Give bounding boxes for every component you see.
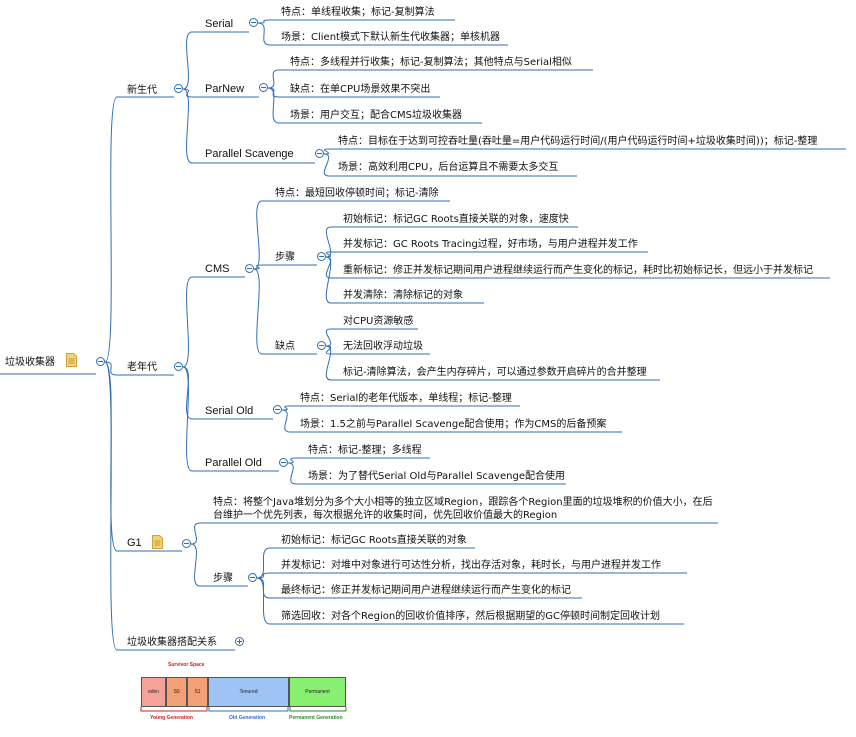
- parallel-old-item[interactable]: 特点：标记-整理；多线程: [308, 445, 422, 456]
- connector-line: [281, 405, 291, 411]
- branch-pairing-label[interactable]: 垃圾收集器搭配关系: [127, 637, 217, 648]
- connector-line: [257, 22, 271, 46]
- connector-line: [104, 96, 118, 363]
- collapse-toggle-cms[interactable]: [245, 264, 254, 273]
- cms-cons-item[interactable]: 对CPU资源敏感: [343, 316, 414, 327]
- s1-box: S1: [187, 677, 208, 707]
- collapse-toggle-parallel-old[interactable]: [279, 458, 288, 467]
- serial-old-item[interactable]: 特点：Serial的老年代版本，单线程；标记-整理: [300, 393, 512, 404]
- node-parnew-label[interactable]: ParNew: [205, 83, 245, 95]
- connector-line: [182, 31, 193, 90]
- connector-line: [267, 69, 280, 89]
- cms-feature[interactable]: 特点：最短回收停顿时间；标记-清除: [275, 188, 439, 199]
- connector-line: [190, 522, 201, 545]
- connector-line: [182, 366, 193, 420]
- cms-step-item[interactable]: 初始标记：标记GC Roots直接关联的对象，速度快: [343, 214, 569, 225]
- old-generation-caption: Old Generation: [229, 715, 266, 721]
- parnew-item[interactable]: 缺点：在单CPU场景效果不突出: [290, 84, 431, 95]
- connector-line: [256, 547, 271, 579]
- connector-line: [253, 268, 263, 355]
- node-parallel-old-label[interactable]: Parallel Old: [205, 457, 262, 469]
- connector-line: [104, 361, 118, 376]
- collapse-toggle-g1[interactable]: [182, 539, 191, 548]
- s0-box: S0: [166, 677, 187, 707]
- collapse-toggle-old[interactable]: [174, 362, 183, 371]
- expand-toggle-pairing[interactable]: [235, 637, 244, 646]
- connector-line: [257, 19, 271, 24]
- serial-item[interactable]: 场景：Client模式下默认新生代收集器；单核机器: [281, 32, 500, 43]
- serial-item[interactable]: 特点：单线程收集；标记-复制算法: [281, 7, 435, 18]
- collapse-toggle-root[interactable]: [96, 357, 105, 366]
- connector-line: [325, 226, 332, 258]
- cms-cons-item[interactable]: 标记-清除算法，会产生内存碎片，可以通过参数开启碎片的合并整理: [343, 367, 647, 378]
- connector-line: [253, 200, 263, 270]
- g1-steps-label[interactable]: 步骤: [213, 573, 233, 584]
- permanent-box: Permanent: [289, 677, 346, 707]
- g1-step-item[interactable]: 最终标记：修正并发标记期间用户进程继续运行而产生变化的标记: [281, 585, 571, 596]
- connector-line: [253, 264, 263, 270]
- node-cms-label[interactable]: CMS: [205, 263, 230, 275]
- connector-line: [182, 276, 193, 368]
- cms-step-item[interactable]: 重新标记：修正并发标记期间用户进程继续运行而产生变化的标记，耗时比初始标记长，但…: [343, 265, 813, 276]
- branch-old-label[interactable]: 老年代: [127, 362, 157, 373]
- connector-line: [182, 366, 193, 472]
- note-icon[interactable]: [66, 353, 77, 367]
- connector-line: [104, 361, 118, 651]
- tenured-box: Tenured: [208, 677, 289, 707]
- permanent-generation-caption: Permanent Generation: [289, 715, 343, 721]
- connector-line: [190, 543, 201, 587]
- branch-g1-label[interactable]: G1: [127, 537, 142, 549]
- connector-line: [256, 577, 271, 625]
- cms-step-item[interactable]: 并发标记：GC Roots Tracing过程，好市场，与用户进程并发工作: [343, 239, 638, 250]
- collapse-toggle-g1-steps[interactable]: [248, 573, 257, 582]
- cms-steps-label[interactable]: 步骤: [275, 252, 295, 263]
- collapse-toggle-parallel-scavenge[interactable]: [315, 149, 324, 158]
- young-generation-caption: Young Generation: [150, 715, 193, 721]
- collapse-toggle-serial[interactable]: [249, 18, 258, 27]
- node-serial-label[interactable]: Serial: [205, 18, 234, 30]
- branch-young-label[interactable]: 新生代: [127, 85, 157, 96]
- parallel-scavenge-item[interactable]: 特点：目标在于达到可控吞吐量(吞吐量=用户代码运行时间/(用户代码运行时间+垃圾…: [338, 136, 818, 147]
- generation-brackets: [140, 707, 347, 712]
- g1-feature[interactable]: 特点：将整个Java堆划分为多个大小相等的独立区域Region，跟踪各个Regi…: [213, 497, 713, 521]
- cms-cons-item[interactable]: 无法回收浮动垃圾: [343, 341, 423, 352]
- connector-line: [287, 457, 297, 464]
- parnew-item[interactable]: 特点：多线程并行收集；标记-复制算法；其他特点与Serial相似: [290, 57, 572, 68]
- serial-old-item[interactable]: 场景：1.5之前与Parallel Scavenge配合使用；作为CMS的后备预…: [300, 419, 607, 430]
- g1-step-item[interactable]: 并发标记：对堆中对象进行可达性分析，找出存活对象，耗时长，与用户进程并发工作: [281, 560, 661, 571]
- connector-line: [267, 87, 280, 124]
- collapse-toggle-young[interactable]: [174, 84, 183, 93]
- node-parallel-scavenge-label[interactable]: Parallel Scavenge: [205, 148, 294, 160]
- root-label[interactable]: 垃圾收集器: [5, 357, 55, 368]
- connector-line: [182, 88, 193, 164]
- connector-line: [325, 256, 332, 304]
- connector-line: [325, 328, 332, 347]
- parallel-scavenge-item[interactable]: 场景：高效利用CPU，后台运算且不需要太多交互: [338, 162, 559, 173]
- connector-line: [323, 148, 330, 155]
- collapse-toggle-cms-cons[interactable]: [317, 341, 326, 350]
- note-icon[interactable]: [152, 535, 163, 549]
- connector-line: [287, 462, 297, 485]
- connector-line: [325, 345, 332, 381]
- connector-line: [323, 153, 330, 177]
- node-serial-old-label[interactable]: Serial Old: [205, 405, 254, 417]
- collapse-toggle-serial-old[interactable]: [273, 405, 282, 414]
- g1-step-item[interactable]: 筛选回收：对各个Region的回收价值排序，然后根据期望的GC停顿时间制定回收计…: [281, 611, 660, 622]
- parallel-old-item[interactable]: 场景：为了替代Serial Old与Parallel Scavenge配合使用: [308, 471, 565, 482]
- connector-line: [281, 409, 291, 433]
- g1-step-item[interactable]: 初始标记：标记GC Roots直接关联的对象: [281, 535, 467, 546]
- collapse-toggle-cms-steps[interactable]: [317, 252, 326, 261]
- survivor-space-caption: Survivor Space: [168, 662, 205, 668]
- cms-step-item[interactable]: 并发清除：清除标记的对象: [343, 290, 463, 301]
- eden-box: eden: [141, 677, 166, 707]
- collapse-toggle-parnew[interactable]: [259, 83, 268, 92]
- parnew-item[interactable]: 场景：用户交互；配合CMS垃圾收集器: [290, 110, 462, 121]
- cms-cons-label[interactable]: 缺点: [275, 341, 295, 352]
